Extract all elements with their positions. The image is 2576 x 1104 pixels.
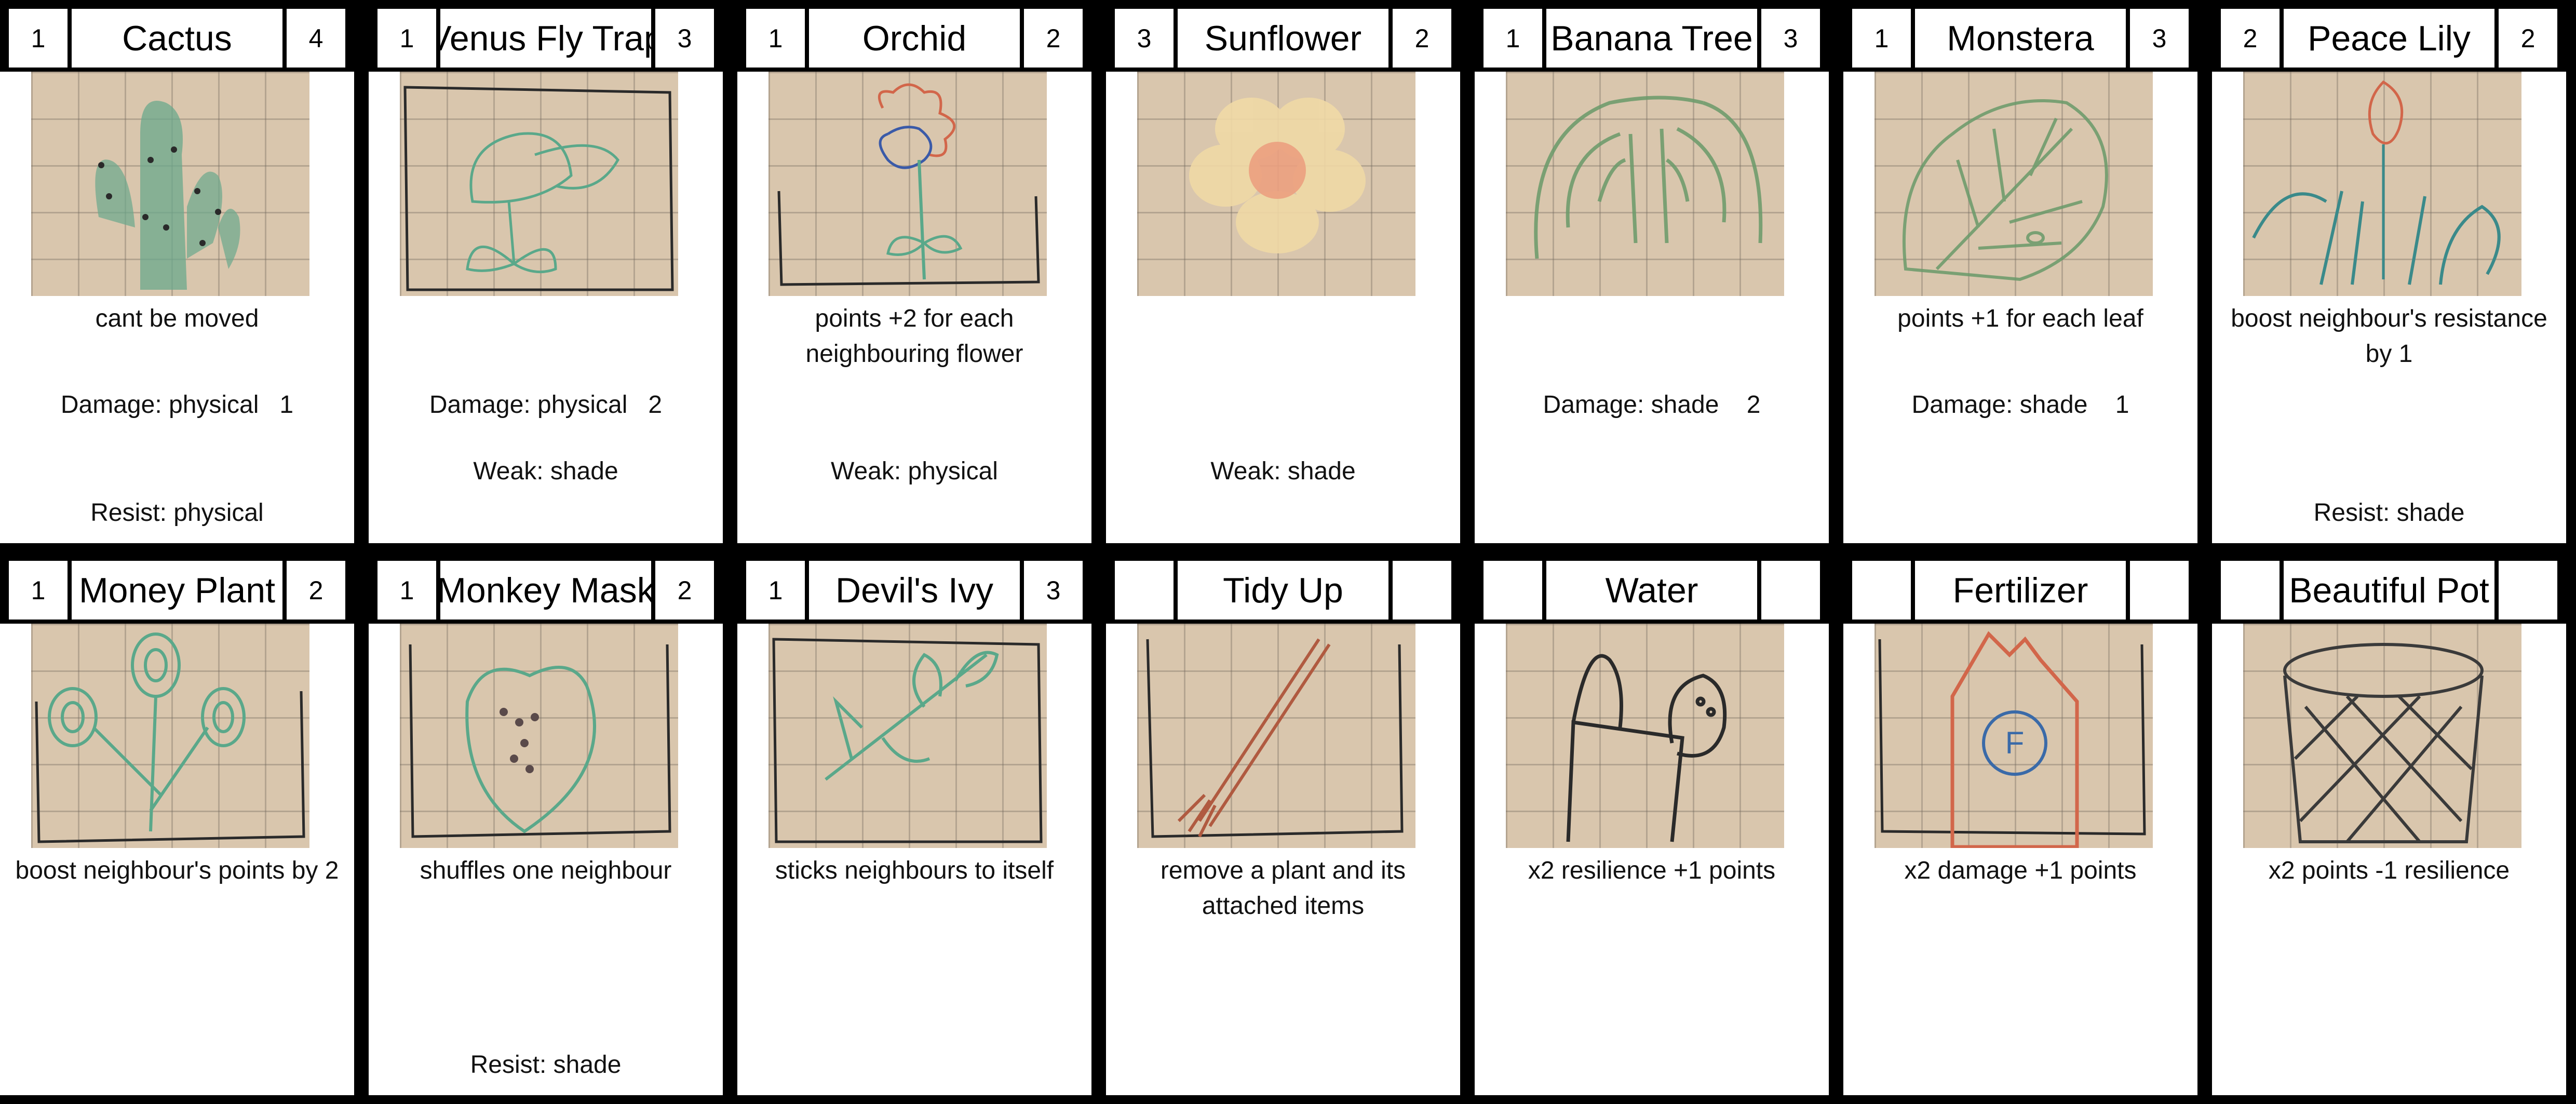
banana-tree-drawing — [1506, 72, 1784, 296]
card-title: Tidy Up — [1178, 561, 1388, 620]
card-cactus[interactable]: 1 Cactus 4 cant be moved Damage: physica… — [0, 0, 354, 543]
fertilizer-bottle-drawing: F — [1874, 624, 2153, 848]
card-right-number: 2 — [655, 561, 714, 620]
card-ability: points +1 for each leaf — [1897, 305, 2143, 332]
card-resistance: Resist: physical — [90, 499, 264, 527]
card-title: Beautiful Pot — [2284, 561, 2494, 620]
card-weakness: Weak: physical — [831, 457, 998, 485]
card-money-plant[interactable]: 1 Money Plant 2 boost neighbour's points… — [0, 552, 354, 1095]
card-right-number — [1761, 561, 1820, 620]
card-damage: Damage: physical 1 — [60, 391, 294, 419]
card-devils-ivy[interactable]: 1 Devil's Ivy 3 sticks neighbours to its… — [737, 552, 1091, 1095]
card-weakness: Weak: shade — [473, 457, 618, 485]
card-water[interactable]: Water x2 resilience +1 points — [1475, 552, 1829, 1095]
card-damage: Damage: shade 2 — [1543, 391, 1761, 419]
card-left-number — [1483, 561, 1542, 620]
broom-drawing — [1137, 624, 1415, 848]
card-left-number: 1 — [1483, 9, 1542, 68]
card-right-number — [2499, 561, 2557, 620]
card-title: Water — [1546, 561, 1757, 620]
card-monstera[interactable]: 1 Monstera 3 points +1 for each leaf Dam… — [1843, 0, 2197, 543]
watering-can-drawing — [1506, 624, 1784, 848]
devils-ivy-drawing — [768, 624, 1047, 848]
card-row-bottom: 1 Money Plant 2 boost neighbour's points… — [0, 552, 2576, 1104]
card-left-number: 1 — [9, 9, 68, 68]
card-ability: sticks neighbours to itself — [775, 857, 1054, 884]
card-left-number — [1115, 561, 1174, 620]
card-left-number: 1 — [9, 561, 68, 620]
card-venus-fly-trap[interactable]: 1 Venus Fly Trap 3 Damage: physical 2 We… — [369, 0, 723, 543]
card-right-number: 3 — [2130, 9, 2189, 68]
card-right-number: 2 — [287, 561, 345, 620]
card-right-number — [2130, 561, 2189, 620]
card-ability: points +2 for each neighbouring flower — [805, 305, 1023, 368]
monstera-drawing — [1874, 72, 2153, 296]
card-right-number: 4 — [287, 9, 345, 68]
card-left-number: 1 — [377, 561, 436, 620]
pot-drawing — [2243, 624, 2521, 848]
orchid-drawing — [768, 72, 1047, 296]
card-orchid[interactable]: 1 Orchid 2 points +2 for each neighbouri… — [737, 0, 1091, 543]
card-left-number: 1 — [1852, 9, 1911, 68]
card-left-number: 2 — [2221, 9, 2280, 68]
card-right-number: 2 — [1393, 9, 1451, 68]
card-right-number: 2 — [1024, 9, 1083, 68]
card-title: Peace Lily — [2284, 9, 2494, 68]
monkey-mask-drawing — [400, 624, 678, 848]
card-weakness: Weak: shade — [1210, 457, 1356, 485]
card-resistance: Resist: shade — [470, 1051, 622, 1079]
money-plant-drawing — [31, 624, 309, 848]
card-sunflower[interactable]: 3 Sunflower 2 Weak: shade — [1106, 0, 1460, 543]
card-ability: cant be moved — [95, 305, 259, 332]
card-title: Fertilizer — [1915, 561, 2126, 620]
sunflower-drawing — [1137, 72, 1415, 296]
card-ability: boost neighbour's resistance by 1 — [2231, 305, 2547, 368]
card-title: Orchid — [809, 9, 1020, 68]
card-title: Money Plant — [72, 561, 282, 620]
card-right-number: 3 — [1761, 9, 1820, 68]
card-right-number: 3 — [1024, 561, 1083, 620]
card-resistance: Resist: shade — [2313, 499, 2465, 527]
card-right-number — [1393, 561, 1451, 620]
card-ability: remove a plant and its attached items — [1160, 857, 1406, 920]
card-left-number: 1 — [746, 9, 805, 68]
card-ability: boost neighbour's points by 2 — [15, 857, 339, 884]
venus-fly-trap-drawing — [400, 72, 678, 296]
cactus-drawing — [31, 72, 309, 296]
card-monkey-mask[interactable]: 1 Monkey Mask 2 shuffles one neighbour R… — [369, 552, 723, 1095]
card-damage: Damage: physical 2 — [429, 391, 663, 419]
card-fertilizer[interactable]: Fertilizer F x2 damage +1 points — [1843, 552, 2197, 1095]
card-title: Monkey Mask — [440, 561, 651, 620]
card-left-number — [2221, 561, 2280, 620]
card-title: Venus Fly Trap — [440, 9, 651, 68]
card-right-number: 2 — [2499, 9, 2557, 68]
card-title: Sunflower — [1178, 9, 1388, 68]
card-ability: x2 points -1 resilience — [2268, 857, 2510, 884]
card-ability: x2 resilience +1 points — [1528, 857, 1776, 884]
card-peace-lily[interactable]: 2 Peace Lily 2 boost neighbour's resista… — [2212, 0, 2566, 543]
peace-lily-drawing — [2243, 72, 2521, 296]
card-title: Banana Tree — [1546, 9, 1757, 68]
card-banana-tree[interactable]: 1 Banana Tree 3 Damage: shade 2 — [1475, 0, 1829, 543]
card-damage: Damage: shade 1 — [1911, 391, 2129, 419]
card-title: Devil's Ivy — [809, 561, 1020, 620]
card-left-number — [1852, 561, 1911, 620]
card-beautiful-pot[interactable]: Beautiful Pot x2 points -1 resilience — [2212, 552, 2566, 1095]
card-ability: x2 damage +1 points — [1904, 857, 2137, 884]
card-left-number: 3 — [1115, 9, 1174, 68]
card-left-number: 1 — [377, 9, 436, 68]
card-title: Monstera — [1915, 9, 2126, 68]
svg-text:F: F — [2005, 725, 2025, 760]
card-left-number: 1 — [746, 561, 805, 620]
card-title: Cactus — [72, 9, 282, 68]
card-row-top: 1 Cactus 4 cant be moved Damage: physica… — [0, 0, 2566, 543]
card-ability: shuffles one neighbour — [420, 857, 672, 884]
card-tidy-up[interactable]: Tidy Up remove a plant and its attached … — [1106, 552, 1460, 1095]
card-right-number: 3 — [655, 9, 714, 68]
